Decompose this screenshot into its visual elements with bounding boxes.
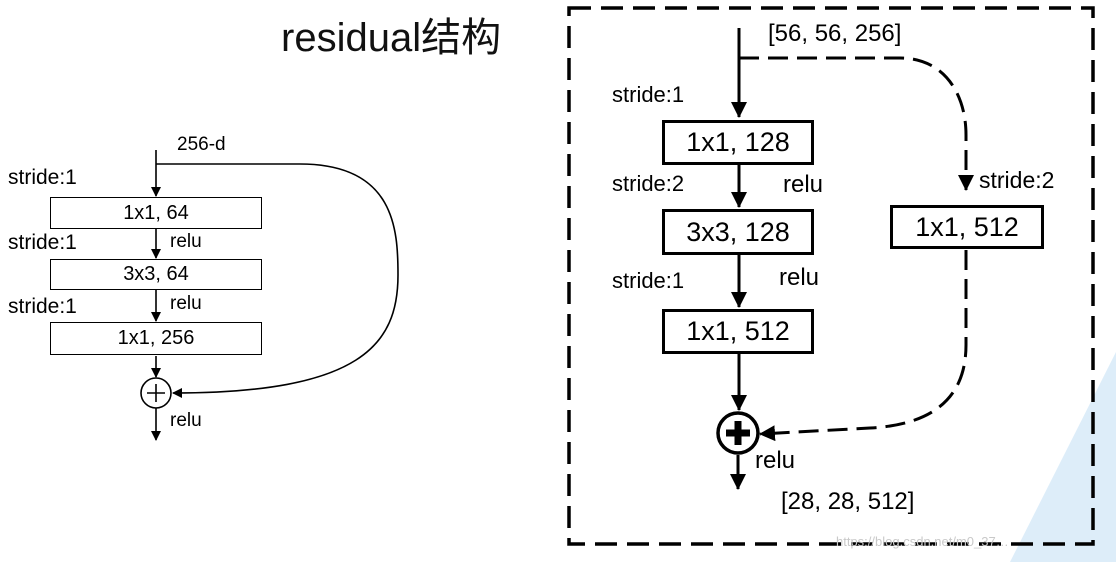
page-title: residual结构 <box>281 16 502 60</box>
right-relu-label-2: relu <box>779 264 820 291</box>
left-stride-label-1: stride:1 <box>8 166 77 189</box>
background-triangle <box>1010 352 1116 562</box>
left-shortcut-curve <box>156 163 399 398</box>
left-input-label: 256-d <box>177 134 226 155</box>
right-relu-label-1: relu <box>783 171 824 198</box>
left-relu-label-2: relu <box>170 293 202 314</box>
right-conv-box-3: 1x1, 512 <box>662 309 814 354</box>
left-relu-label-3: relu <box>170 410 202 431</box>
left-conv-box-3: 1x1, 256 <box>50 322 262 355</box>
left-conv-box-2: 3x3, 64 <box>50 259 262 290</box>
right-stride-label-2: stride:2 <box>612 171 685 196</box>
left-conv-box-1: 1x1, 64 <box>50 197 262 229</box>
right-shortcut-box: 1x1, 512 <box>890 205 1044 249</box>
right-input-shape: [56, 56, 256] <box>768 20 902 47</box>
right-stride-label-3: stride:1 <box>612 268 685 293</box>
right-shortcut-top <box>739 56 974 191</box>
watermark: https://blog.csdn.net/m0_37… <box>836 534 1009 549</box>
right-output-shape: [28, 28, 512] <box>781 488 915 515</box>
right-conv-box-2: 3x3, 128 <box>662 209 814 255</box>
left-relu-label-1: relu <box>170 231 202 252</box>
left-stride-label-3: stride:1 <box>8 295 77 318</box>
right-relu-label-3: relu <box>755 447 796 474</box>
right-shortcut-stride-label: stride:2 <box>979 167 1055 193</box>
right-stride-label-1: stride:1 <box>612 82 685 107</box>
right-shortcut-bottom <box>759 250 968 442</box>
right-conv-box-1: 1x1, 128 <box>662 120 814 165</box>
left-stride-label-2: stride:1 <box>8 231 77 254</box>
right-dashed-frame <box>567 6 1095 546</box>
